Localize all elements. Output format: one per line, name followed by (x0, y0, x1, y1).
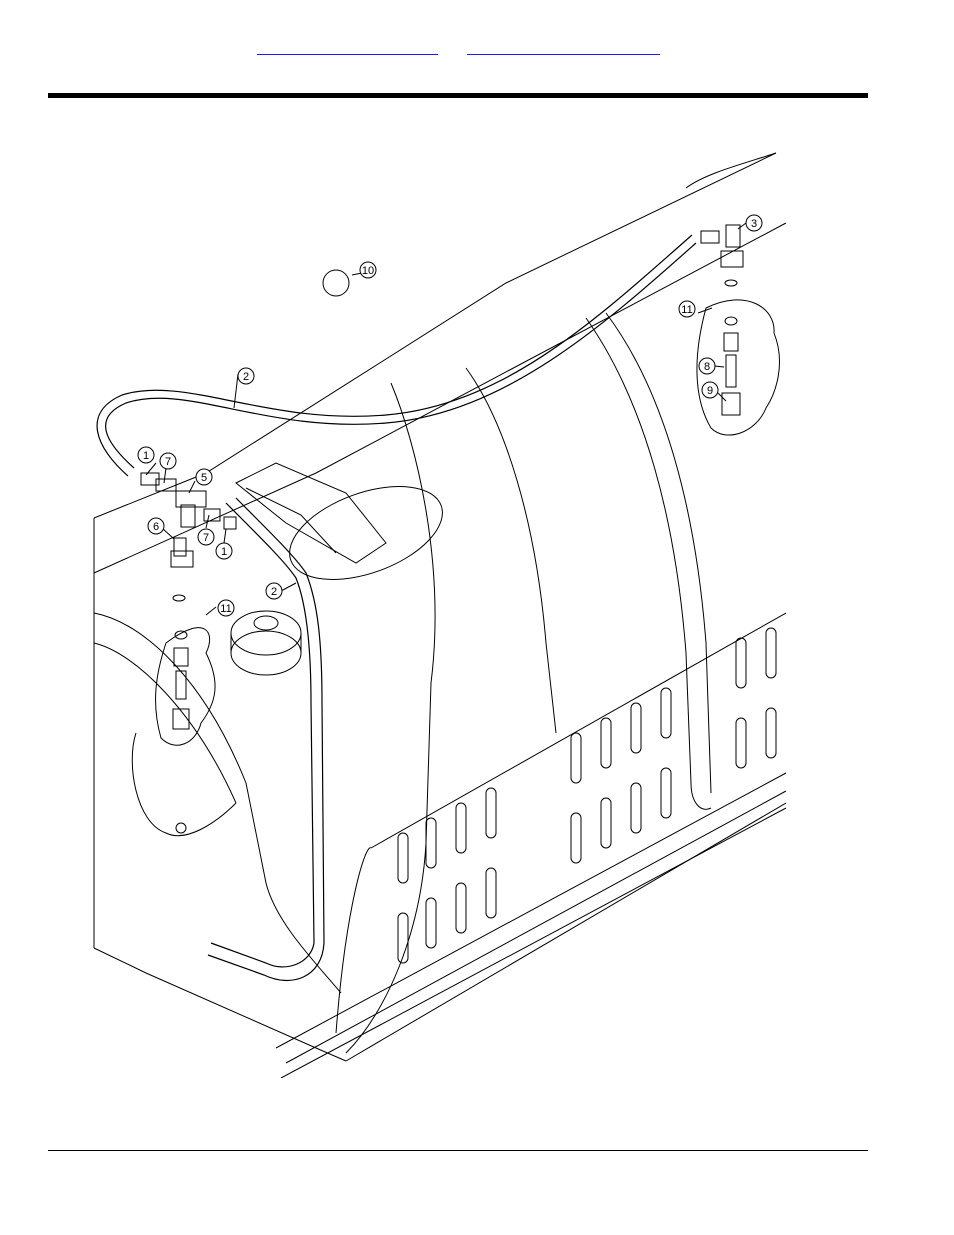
callout-8: 8 (704, 361, 710, 373)
callout-5: 5 (201, 472, 207, 484)
callout-6: 6 (153, 521, 159, 533)
header-links (0, 40, 954, 58)
parts-diagram: 1 7 5 6 7 1 2 2 3 11 8 9 10 11 (86, 143, 786, 1078)
tank-body (94, 153, 786, 1078)
callout-9: 9 (707, 385, 713, 397)
vent-slots (398, 628, 776, 963)
header-link-right[interactable] (467, 40, 660, 55)
callout-11-right: 11 (681, 304, 692, 316)
callout-10: 10 (362, 265, 374, 277)
callout-7-left: 7 (165, 456, 171, 468)
callouts (138, 215, 762, 616)
callout-2-bottom: 2 (271, 586, 277, 598)
hose (97, 235, 696, 980)
callout-3: 3 (751, 218, 757, 230)
callout-2-top: 2 (243, 371, 249, 383)
callout-7-right: 7 (203, 532, 209, 544)
header-rule (48, 93, 868, 98)
callout-1-left: 1 (143, 450, 149, 462)
footer-rule (48, 1150, 868, 1151)
callout-1-right: 1 (221, 546, 227, 558)
header-link-left[interactable] (257, 40, 438, 55)
retaining-ring (323, 270, 349, 296)
right-fitting-assembly (697, 225, 780, 435)
fill-lid (231, 463, 455, 675)
callout-11-left: 11 (220, 603, 231, 615)
